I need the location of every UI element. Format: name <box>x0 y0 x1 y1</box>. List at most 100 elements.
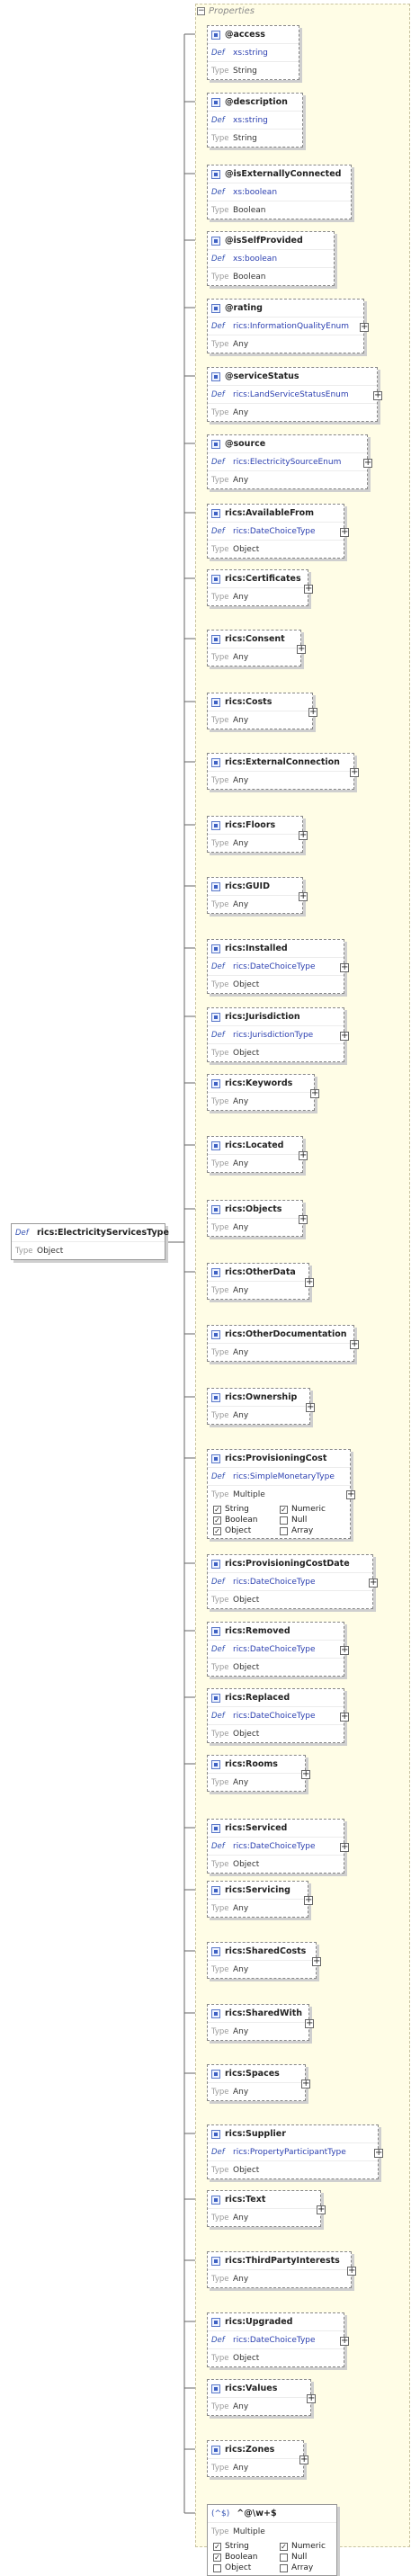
expand-icon[interactable]: + <box>340 527 349 537</box>
expand-icon[interactable]: + <box>350 1339 359 1349</box>
def-value[interactable]: rics:DateChoiceType <box>233 1577 316 1587</box>
expand-icon[interactable]: + <box>304 584 313 594</box>
def-value[interactable]: rics:SimpleMonetaryType <box>233 1471 335 1481</box>
expand-icon[interactable]: + <box>305 2018 314 2028</box>
expand-icon[interactable]: + <box>299 830 308 840</box>
def-value[interactable]: rics:LandServiceStatusEnum <box>233 389 349 399</box>
expand-icon[interactable]: + <box>340 1031 349 1041</box>
expand-icon[interactable]: + <box>305 1277 314 1287</box>
expand-icon[interactable]: + <box>301 2079 310 2089</box>
expand-icon[interactable]: + <box>310 1088 319 1098</box>
expand-icon[interactable]: + <box>307 2393 316 2403</box>
expand-icon[interactable]: + <box>373 390 382 400</box>
expand-icon[interactable]: + <box>360 322 369 332</box>
expand-icon[interactable]: + <box>299 1214 308 1224</box>
expand-icon[interactable]: + <box>299 891 308 901</box>
def-value[interactable]: rics:DateChoiceType <box>233 1644 316 1654</box>
root-node[interactable]: Def rics:ElectricityServicesType Type Ob… <box>11 1223 169 1260</box>
expand-icon[interactable]: + <box>340 962 349 972</box>
expand-icon[interactable]: + <box>340 1712 349 1722</box>
expand-icon[interactable]: + <box>304 1895 313 1905</box>
property-header-row: @access <box>208 26 299 43</box>
expand-icon[interactable]: + <box>312 1956 321 1966</box>
type-value: Any <box>233 1777 249 1787</box>
def-value[interactable]: rics:ElectricitySourceEnum <box>233 457 342 467</box>
expand-icon[interactable]: + <box>374 2148 383 2158</box>
expand-icon[interactable]: + <box>346 1489 355 1499</box>
expand-icon[interactable]: + <box>340 1842 349 1852</box>
type-label: Type <box>211 2165 229 2175</box>
def-value[interactable]: rics:DateChoiceType <box>233 1841 316 1851</box>
def-value[interactable]: rics:DateChoiceType <box>233 962 316 971</box>
expand-icon[interactable]: + <box>308 707 317 717</box>
def-value[interactable]: xs:boolean <box>233 254 278 264</box>
expand-icon[interactable]: + <box>299 1150 308 1160</box>
expand-icon[interactable]: + <box>340 1645 349 1655</box>
expand-icon[interactable]: + <box>369 1578 378 1588</box>
def-value[interactable]: rics:DateChoiceType <box>233 526 316 536</box>
expand-icon[interactable]: + <box>301 1769 310 1779</box>
expand-icon[interactable]: + <box>350 767 359 777</box>
expand-icon[interactable]: + <box>340 2336 349 2346</box>
expand-icon[interactable]: + <box>299 2455 308 2464</box>
expand-icon[interactable]: + <box>317 2205 326 2214</box>
def-value[interactable]: rics:DateChoiceType <box>233 2335 316 2345</box>
def-value[interactable]: rics:InformationQualityEnum <box>233 321 349 331</box>
properties-header[interactable]: − Properties <box>197 4 255 17</box>
def-value[interactable]: rics:DateChoiceType <box>233 1711 316 1721</box>
def-value[interactable]: xs:boolean <box>233 187 278 197</box>
def-value[interactable]: rics:JurisdictionType <box>233 1030 314 1040</box>
property-header-row: rics:Floors <box>208 817 302 834</box>
def-value[interactable]: rics:PropertyParticipantType <box>233 2147 346 2157</box>
def-value[interactable]: xs:string <box>233 115 268 125</box>
collapse-icon[interactable]: − <box>197 5 205 15</box>
def-value[interactable]: xs:string <box>233 48 268 58</box>
expand-icon[interactable]: + <box>363 458 372 468</box>
expand-icon[interactable]: + <box>347 2266 356 2276</box>
expand-icon[interactable]: + <box>297 644 306 654</box>
expand-icon[interactable]: + <box>306 1402 315 1412</box>
